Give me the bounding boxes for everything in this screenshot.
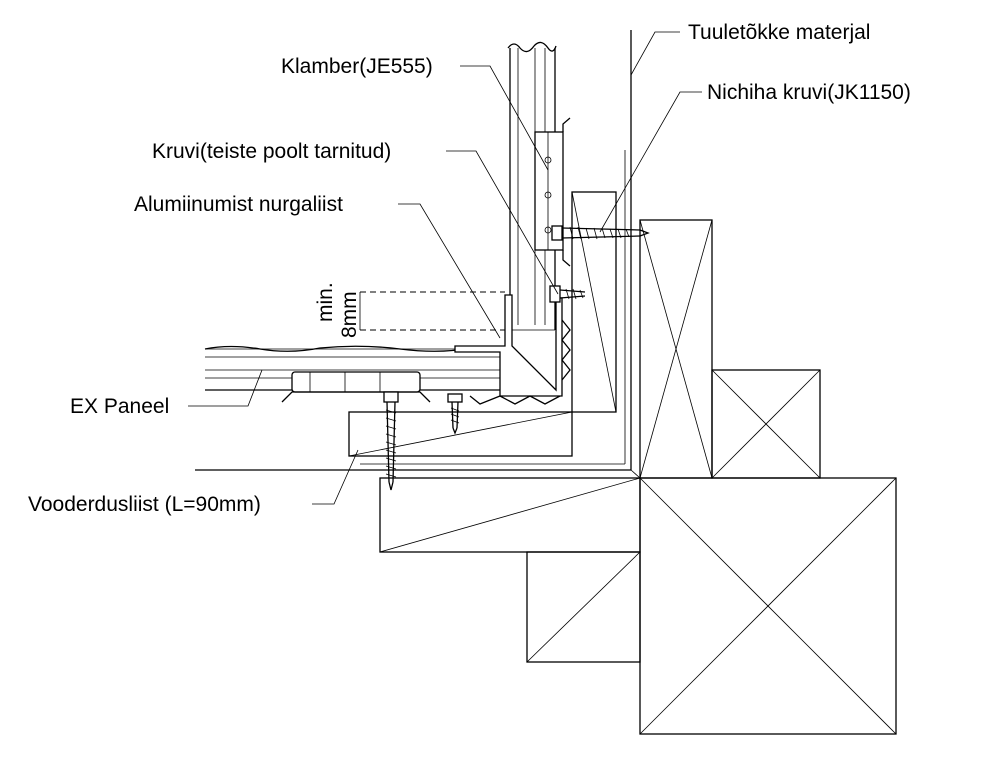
horizontal-furring-strip — [348, 411, 573, 457]
upper-timber-post — [639, 219, 713, 479]
label-corner-trim: Alumiinumist nurgaliist — [134, 193, 343, 216]
vertical-furring-strip — [571, 191, 617, 413]
dim-8mm-label: 8mm — [338, 291, 361, 338]
screw-other-supplier — [549, 285, 586, 303]
dim-min-label: min. — [314, 282, 337, 322]
vertical-ex-panel — [507, 41, 571, 331]
label-furring: Vooderdusliist (L=90mm) — [28, 493, 261, 516]
lower-timber-block — [526, 551, 641, 663]
gap-dimension — [359, 291, 505, 331]
nichiha-screw-floor — [383, 391, 399, 491]
left-timber-sill — [379, 477, 641, 553]
small-screw-trim — [447, 393, 463, 435]
label-ex-panel: EX Paneel — [70, 395, 169, 418]
aluminium-corner-trim — [454, 294, 571, 405]
horizontal-ex-panel — [204, 345, 501, 403]
label-wind-barrier: Tuuletõkke materjal — [688, 21, 870, 44]
main-timber-column — [639, 477, 897, 735]
wind-barrier-membrane — [195, 30, 641, 479]
right-timber-block — [711, 369, 821, 479]
label-nichiha-screw: Nichiha kruvi(JK1150) — [707, 81, 911, 104]
label-screw-other: Kruvi(teiste poolt tarnitud) — [152, 140, 391, 163]
nichiha-screw-wall — [551, 225, 650, 241]
label-clamp: Klamber(JE555) — [281, 55, 433, 78]
leader-lines — [188, 31, 702, 505]
